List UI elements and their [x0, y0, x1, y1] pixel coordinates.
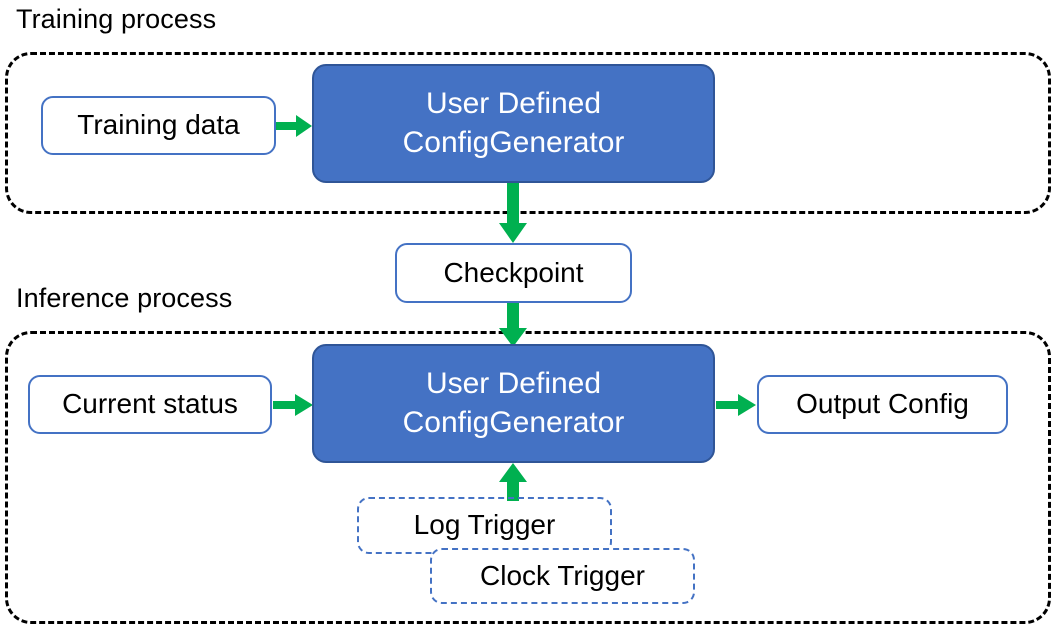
node-output-config-label: Output Config: [796, 388, 969, 420]
node-checkpoint-label: Checkpoint: [443, 256, 584, 288]
node-config-generator-training-line2: ConfigGenerator: [402, 125, 625, 159]
arrow-generator-to-checkpoint: [498, 183, 530, 245]
node-config-generator-inference-line1: User Defined: [425, 367, 602, 401]
training-process-group: [5, 52, 1051, 214]
arrow-training-data-to-generator: [276, 111, 316, 141]
node-training-data-label: Training data: [77, 109, 240, 141]
node-log-trigger-label: Log Trigger: [413, 509, 556, 541]
arrow-current-status-to-generator: [273, 390, 317, 420]
node-checkpoint[interactable]: Checkpoint: [395, 243, 632, 303]
node-clock-trigger-label: Clock Trigger: [480, 559, 645, 591]
inference-process-label: Inference process: [16, 283, 233, 313]
arrow-checkpoint-to-generator: [498, 302, 530, 348]
node-clock-trigger[interactable]: Clock Trigger: [430, 548, 695, 604]
inference-process-group: [5, 331, 1051, 624]
node-output-config[interactable]: Output Config: [757, 375, 1008, 434]
node-config-generator-inference-line2: ConfigGenerator: [402, 405, 625, 439]
arrow-generator-to-output-config: [716, 390, 760, 420]
node-current-status-label: Current status: [62, 388, 238, 420]
arrow-triggers-to-generator: [498, 463, 530, 503]
node-config-generator-training[interactable]: User Defined ConfigGenerator: [312, 64, 715, 183]
node-config-generator-training-line1: User Defined: [425, 87, 602, 121]
node-config-generator-inference[interactable]: User Defined ConfigGenerator: [312, 344, 715, 463]
node-log-trigger[interactable]: Log Trigger: [357, 497, 612, 554]
node-current-status[interactable]: Current status: [28, 375, 272, 434]
node-training-data[interactable]: Training data: [41, 96, 276, 155]
training-process-label: Training process: [16, 4, 217, 34]
